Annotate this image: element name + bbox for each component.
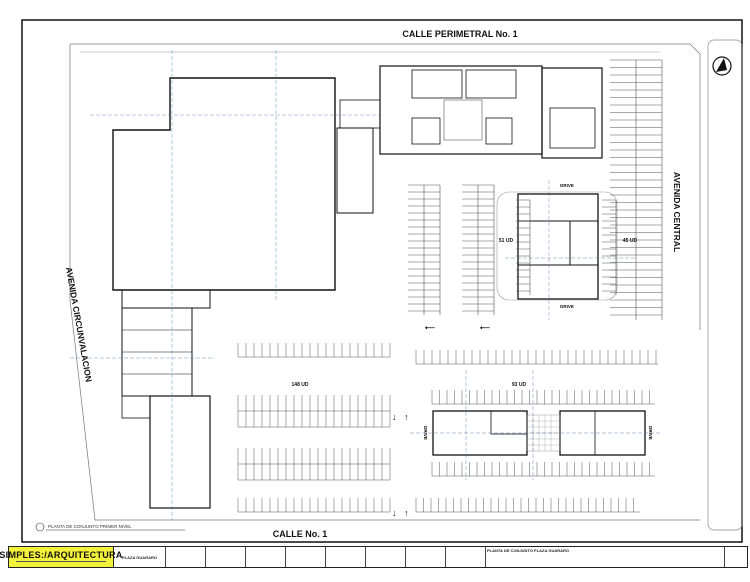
north-arrow-icon	[712, 56, 732, 76]
avenida-central-strip	[707, 39, 743, 531]
svg-text:↑: ↑	[404, 508, 409, 518]
logo-text: SIMPLES:/ARQUITECTURA	[0, 550, 123, 560]
parking-count-north-right: 45 UD	[623, 238, 638, 244]
parking-count-south-right: 93 UD	[512, 382, 527, 388]
structural-grid-lines	[70, 50, 662, 520]
center-island-building	[496, 191, 618, 301]
drive-label-right: DRIVE	[648, 426, 653, 440]
project-name: PLAZA GUARARO	[114, 547, 166, 567]
parking-stalls	[237, 59, 663, 513]
anchor-building	[112, 77, 381, 291]
svg-text:PLANTA DE CONJUNTO PRIMER NIVE: PLANTA DE CONJUNTO PRIMER NIVEL	[48, 524, 132, 529]
drawing-caption: PLANTA DE CONJUNTO PRIMER NIVEL	[35, 522, 185, 532]
drive-label-left: DRIVE	[423, 426, 428, 440]
street-label-right: AVENIDA CENTRAL	[672, 172, 682, 252]
svg-text:⟵: ⟵	[480, 325, 490, 332]
street-label-left: AVENIDA CIRCUNVALACION	[64, 266, 94, 382]
title-block: SIMPLES:/ARQUITECTURA PLAZA GUARARO PLAN…	[0, 546, 748, 568]
street-label-bottom: CALLE No. 1	[273, 529, 328, 539]
svg-text:⟵: ⟵	[425, 325, 435, 332]
top-commercial-building	[379, 65, 603, 159]
traffic-arrows: ↓ ↑ ↓ ↑ ⟵ ⟵	[392, 325, 490, 518]
svg-text:↑: ↑	[404, 412, 409, 422]
parking-count-south-left: 148 UD	[292, 382, 309, 388]
property-boundary	[69, 43, 701, 521]
street-label-top: CALLE PERIMETRAL No. 1	[402, 29, 517, 39]
sheet-title: PLANTA DE CONJUNTO PLAZA GUARARO	[486, 547, 725, 567]
left-strip-building	[121, 289, 211, 509]
drive-label-top: DRIVE	[560, 183, 574, 188]
firm-logo: SIMPLES:/ARQUITECTURA	[0, 547, 122, 567]
parking-count-north-left: 51 UD	[499, 238, 514, 244]
svg-text:↓: ↓	[392, 412, 397, 422]
svg-text:↓: ↓	[392, 508, 397, 518]
drive-label-bottom: DRIVE	[560, 304, 574, 309]
